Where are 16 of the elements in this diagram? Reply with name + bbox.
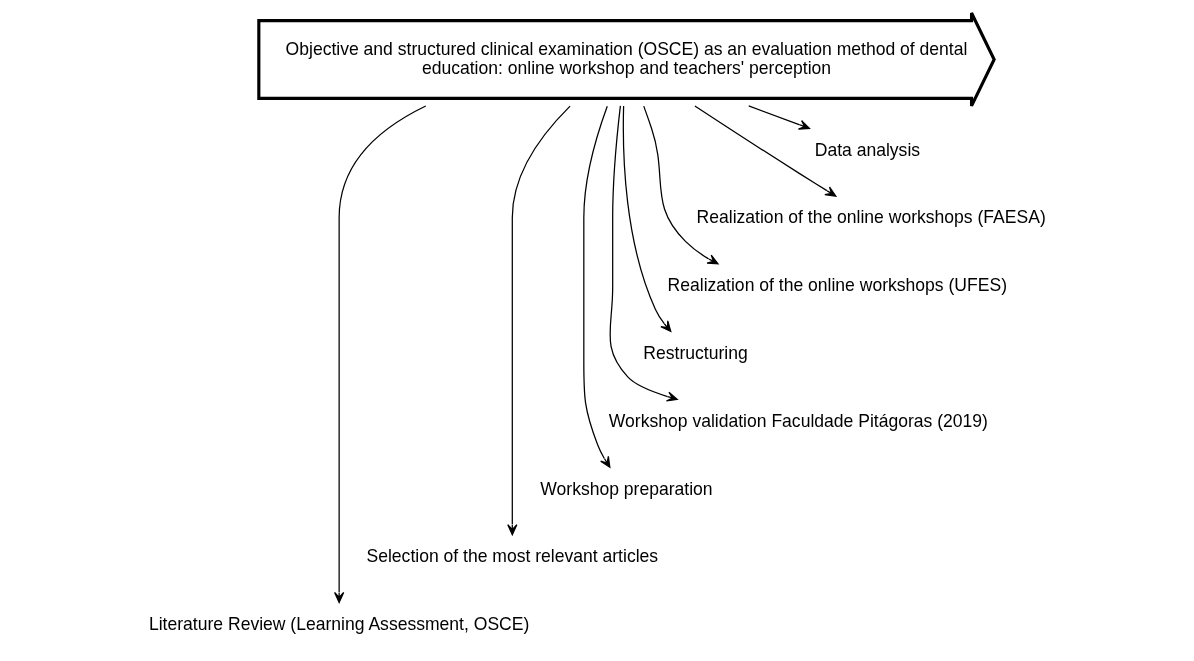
arrow <box>609 105 678 402</box>
node-text: Data analysis <box>814 139 921 160</box>
node-text: Realization of the online workshops (FAESA) <box>696 207 1046 228</box>
node-text: Workshop preparation <box>540 478 713 499</box>
node-text: Restructuring <box>643 342 748 363</box>
arrow <box>583 105 611 468</box>
arrow <box>622 105 672 333</box>
node-text: Workshop validation Faculdade Pitágoras (2019) <box>608 410 988 431</box>
arrow <box>643 105 719 265</box>
arrow <box>694 105 837 197</box>
arrow <box>334 105 427 604</box>
node-text: Realization of the online workshops (UFES) <box>667 275 1007 296</box>
node-text: Literature Review (Learning Assessment, OSCE) <box>148 614 530 635</box>
arrow <box>748 105 811 130</box>
arrow <box>507 105 571 536</box>
node-text: Selection of the most relevant articles <box>366 546 659 567</box>
